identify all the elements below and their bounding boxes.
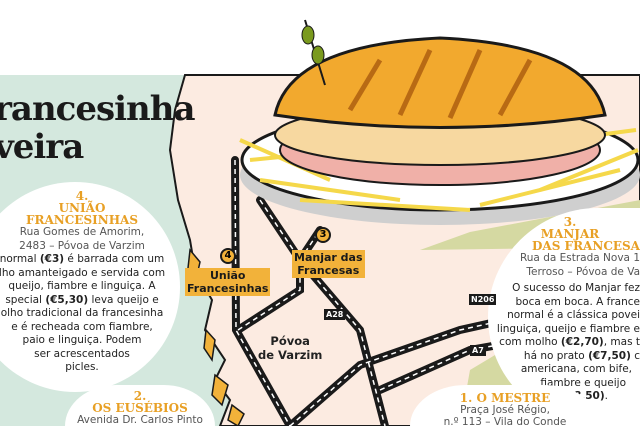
place-address: 2483 – Póvoa de Varzim [19, 239, 145, 252]
info-circle [410, 385, 600, 426]
place-name: MANJAR [540, 227, 600, 241]
place-name: OS EUSÉBIOS [92, 401, 188, 415]
place-description: O sucesso do Manjar fez [512, 282, 640, 294]
coastline-rocks [187, 248, 245, 426]
place-description: paio e linguiça. Podem [22, 334, 142, 346]
place-description: picles. [65, 361, 99, 373]
place-name: DAS FRANCESA [531, 239, 640, 253]
place-name: FRANCESINHAS [25, 213, 139, 227]
map-pin-4[interactable]: 4 [220, 248, 236, 264]
title-line-2: veira [0, 127, 84, 167]
place-description: lho amanteigado e servida com [0, 266, 166, 279]
info-circle [65, 385, 215, 426]
place-address: Praça José Régio, [460, 404, 550, 416]
road-label-n206: N206 [469, 294, 497, 305]
place-description: linguiça, queijo e fiambre e [496, 322, 640, 335]
place-description: boca em boca. A france [515, 295, 640, 308]
place-description: queijo, fiambre e linguiça. A [8, 280, 156, 292]
place-description: e é recheada com fiambre, [11, 320, 153, 333]
place-card-mestre: 1. O MESTRE Praça José Régio, n.º 113 – … [415, 391, 595, 428]
place-card-eusebios: 2. OS EUSÉBIOS Avenida Dr. Carlos Pinto [65, 390, 215, 428]
map-pin-3[interactable]: 3 [315, 227, 331, 243]
place-description: americana, com bife, [520, 363, 632, 375]
place-description: normal é a clássica povei [507, 309, 640, 321]
place-address: Rua da Estrada Nova 1 [519, 252, 640, 264]
place-number: 4. [75, 189, 89, 203]
place-card-uniao: 4. UNIÃO FRANCESINHAS Rua Gomes de Amori… [0, 190, 182, 375]
place-description: ser acrescentados [34, 347, 130, 360]
place-description: com molho (€2,70), mas t [499, 336, 640, 348]
place-description: normal (€3) é barrada com um [0, 253, 165, 265]
title-line-1: rancesinha [0, 89, 196, 129]
place-number: 2. [133, 389, 147, 403]
place-address: n.º 113 – Vila do Conde [443, 415, 567, 428]
place-description: special (€5,30) leva queijo e [5, 293, 159, 306]
place-number: 3. [563, 215, 577, 229]
road-label-a28: A28 [324, 309, 346, 320]
road-label-a7: A7 [470, 345, 486, 356]
place-address: Terroso – Póvoa de Va [526, 265, 640, 278]
place-name: UNIÃO [58, 201, 106, 215]
place-card-manjar: 3. MANJAR DAS FRANCESA Rua da Estrada No… [500, 216, 640, 279]
place-address: Rua Gomes de Amorim, [19, 226, 145, 238]
place-address: Avenida Dr. Carlos Pinto [77, 414, 203, 426]
francesinha-illustration [239, 19, 640, 225]
info-circle [0, 182, 180, 392]
place-description: fiambre e queijo [540, 376, 626, 389]
place-description: olho tradicional da francesinha [0, 307, 164, 319]
place-name: 1. O MESTRE [459, 391, 551, 405]
place-description: há no prato (€7,50) c [523, 349, 640, 362]
